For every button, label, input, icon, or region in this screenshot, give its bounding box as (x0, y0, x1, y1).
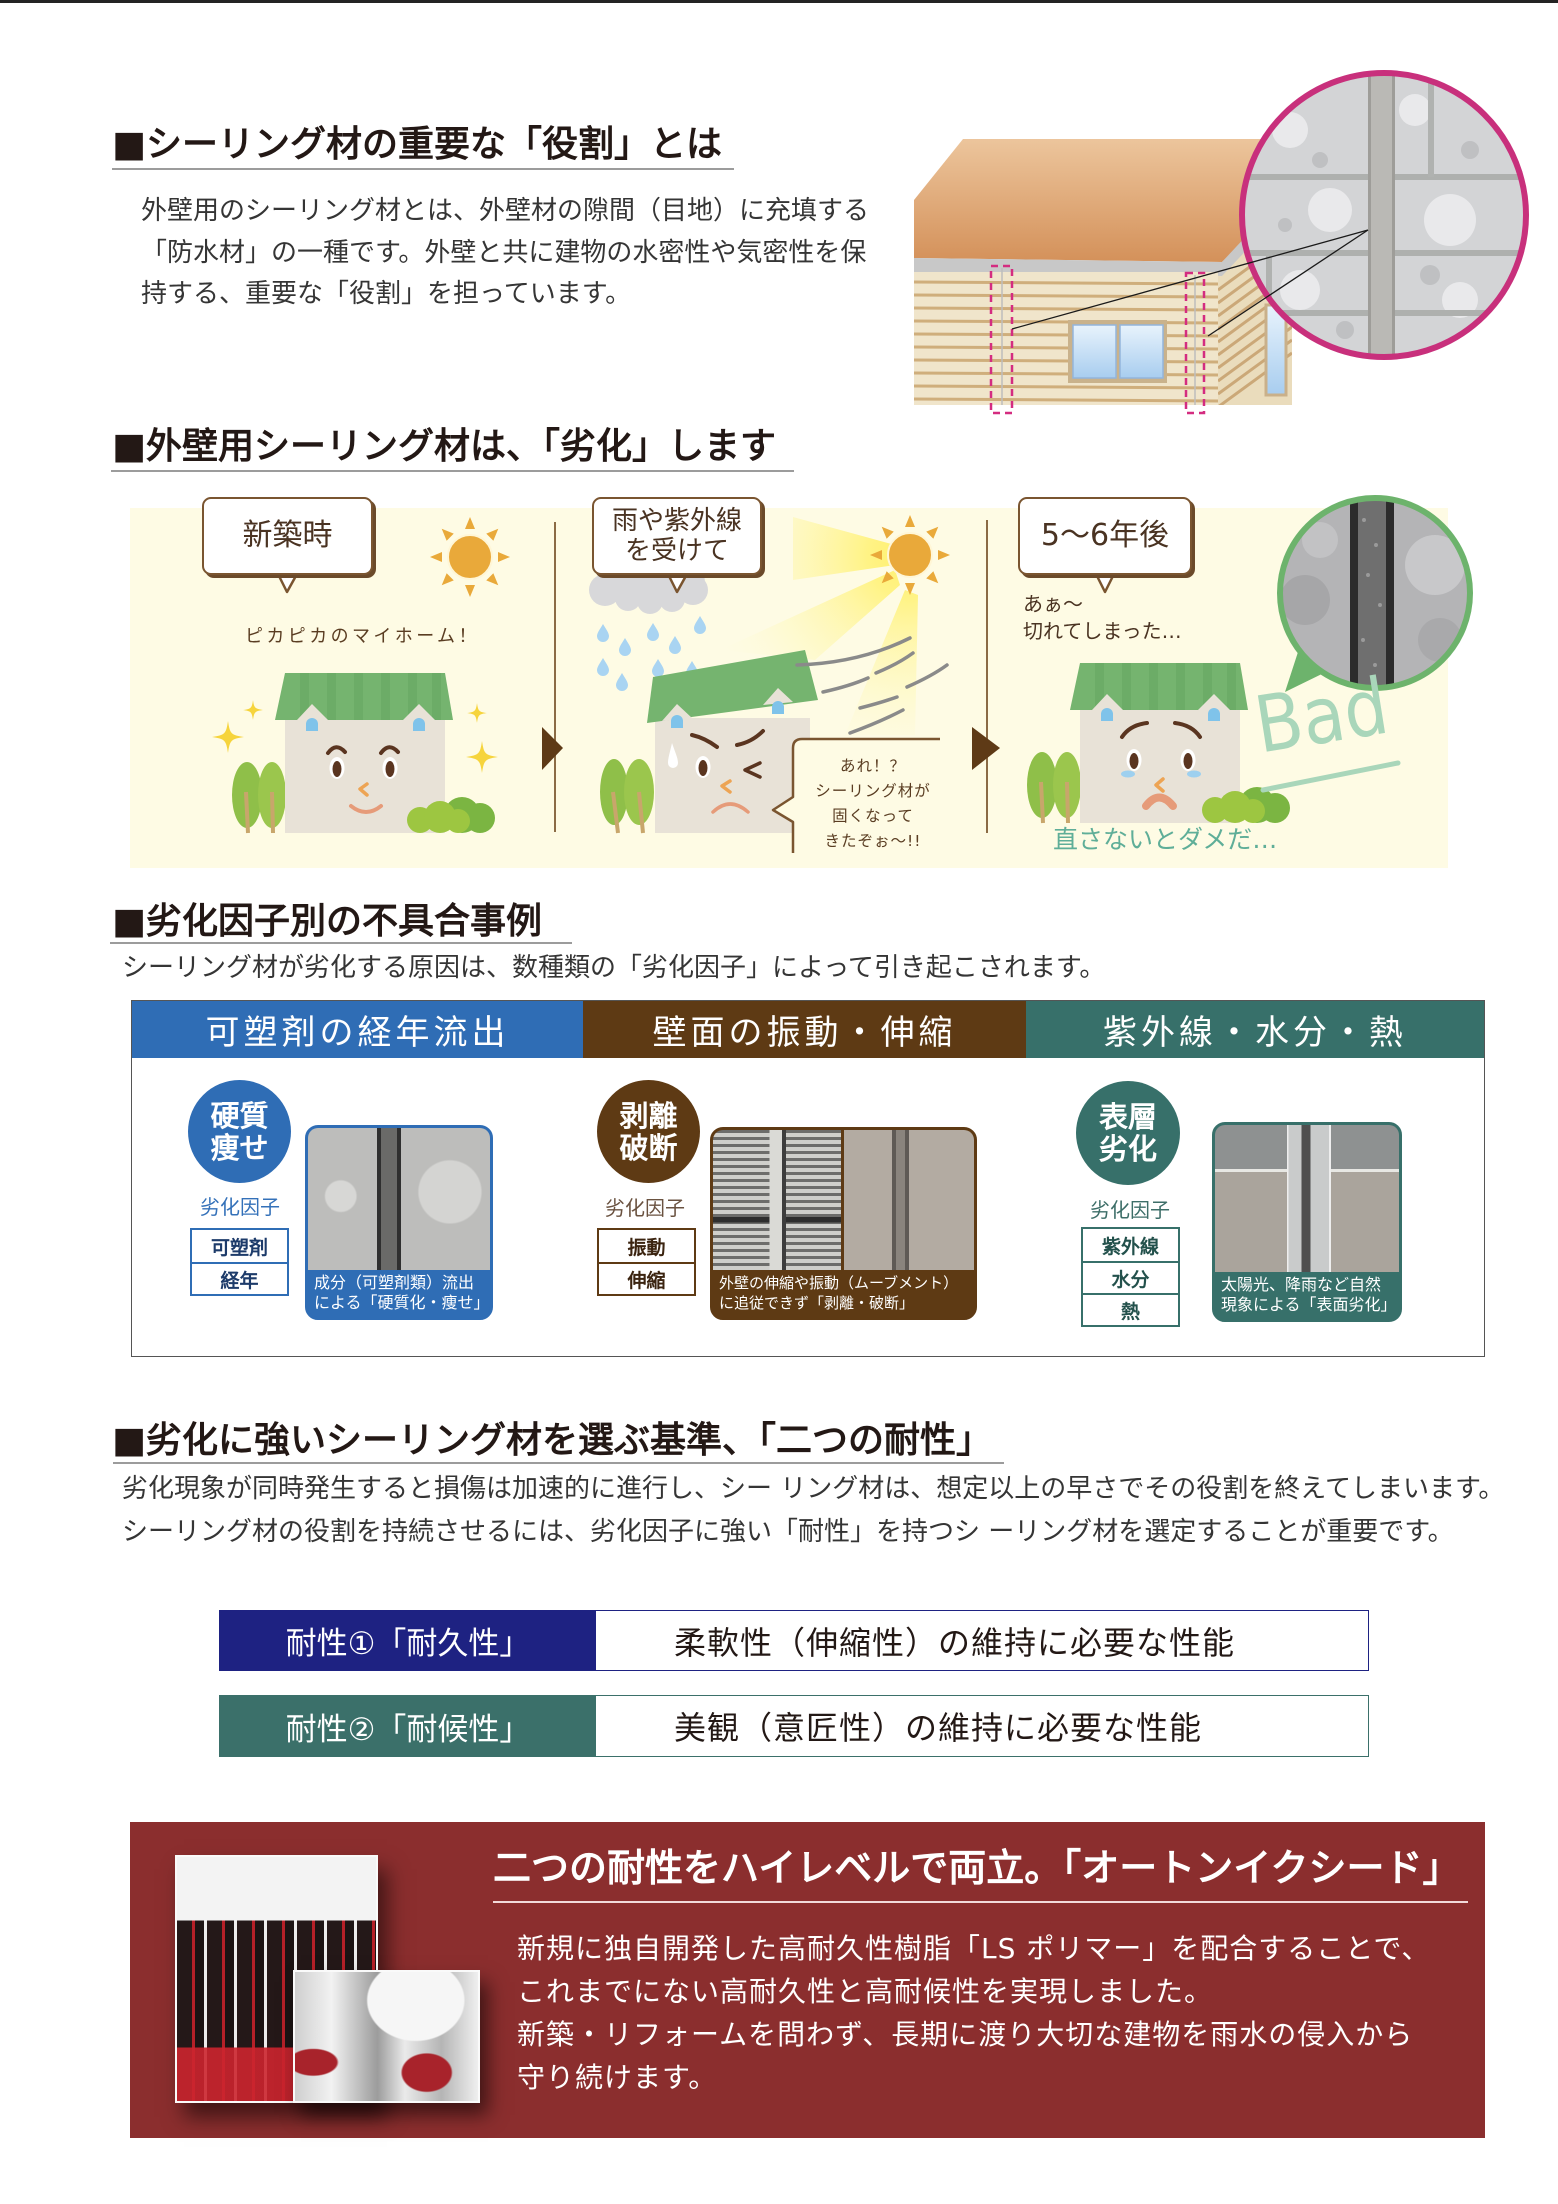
bubble-text: 5〜6年後 (1040, 518, 1170, 553)
example-photo-card: 太陽光、降雨など自然 現象による「表面劣化」 (1212, 1122, 1402, 1322)
caption-line: 切れてしまった… (1023, 619, 1182, 643)
example-photo-card: 成分（可塑剤類）流出 による「硬質化・痩せ」 (305, 1125, 493, 1320)
role-description: 外壁用のシーリング材とは、外壁材の隙間（目地）に充填する 「防水材」の一種です。… (141, 191, 869, 316)
durability-description: 柔軟性（伸縮性）の維持に必要な性能 (674, 1623, 1236, 1662)
factor-list: 可塑剤 経年 (190, 1228, 289, 1296)
photo-caption: 成分（可塑剤類）流出 による「硬質化・痩せ」 (308, 1270, 490, 1316)
product-description: 新規に独自開発した高耐久性樹脂「LS ポリマー」を配合することで、 これまでにな… (517, 1927, 1430, 2099)
symptom-badge-peeling: 剥離 破断 (597, 1080, 700, 1183)
section-title-factors: ■劣化因子別の不具合事例 (112, 901, 543, 942)
factor-item: 経年 (192, 1262, 287, 1294)
factor-list: 紫外線 水分 熱 (1081, 1227, 1180, 1327)
caption-line: あぁ～ (1023, 592, 1083, 616)
header-uv-water-heat: 紫外線・水分・熱 (1026, 1001, 1484, 1058)
symptom-line: 劣化 (1098, 1132, 1157, 1166)
header-plasticizer: 可塑剤の経年流出 (132, 1001, 583, 1058)
caption-line: に追従できず「剥離・破断」 (719, 1294, 915, 1312)
bubble-new-build: 新築時 (202, 497, 373, 575)
durability-row-2: 耐性②「耐候性」 美観（意匠性）の維持に必要な性能 (219, 1695, 1369, 1757)
durability-label: 耐性①「耐久性」 (220, 1611, 596, 1670)
role-line: 持する、重要な「役割」を担っています。 (141, 279, 632, 309)
factor-label: 劣化因子 (605, 1196, 685, 1220)
criteria-description: 劣化現象が同時発生すると損傷は加速的に進行し、シー リング材は、想定以上の早さで… (122, 1468, 1504, 1554)
criteria-line: シーリング材の役割を持続させるには、劣化因子に強い「耐性」を持つシ ーリング材を… (122, 1517, 1454, 1547)
sealant-cans-photo (293, 1970, 480, 2103)
factor-item: 伸縮 (599, 1262, 694, 1294)
panel-caption-broken: あぁ～ 切れてしまった… (1023, 591, 1182, 645)
bubble-rain-uv: 雨や紫外線 を受けて (592, 497, 762, 575)
factor-label: 劣化因子 (1090, 1198, 1170, 1222)
headline-rule (493, 1901, 1468, 1903)
symptom-line: 表層 (1098, 1100, 1157, 1134)
speech-line: 固くなって (832, 807, 914, 825)
speech-line: あれ！？ (839, 757, 906, 775)
product-headline: 二つの耐性をハイレベルで両立。「オートンイクシード」 (493, 1846, 1461, 1890)
photo-caption: 太陽光、降雨など自然 現象による「表面劣化」 (1215, 1272, 1399, 1318)
hardened-sealant-photo (308, 1128, 490, 1270)
title-underline (111, 470, 794, 472)
title-underline (113, 1462, 1004, 1464)
title-underline (112, 168, 734, 170)
bubble-text: 雨や紫外線 (611, 506, 742, 536)
siding-photo (713, 1130, 844, 1270)
caption-line: 太陽光、降雨など自然 (1221, 1275, 1382, 1294)
product-line: 新規に独自開発した高耐久性樹脂「LS ポリマー」を配合することで、 (517, 1932, 1431, 1965)
top-border (0, 0, 1558, 3)
role-line: 「防水材」の一種です。外壁と共に建物の水密性や気密性を保 (141, 237, 867, 268)
degradation-illustration (130, 495, 1473, 868)
symptom-line: 破断 (619, 1130, 678, 1165)
factor-item: 熱 (1083, 1293, 1178, 1325)
section-title-criteria: ■劣化に強いシーリング材を選ぶ基準、「二つの耐性」 (112, 1420, 993, 1461)
photo-caption: 外壁の伸縮や振動（ムーブメント） に追従できず「剥離・破断」 (713, 1270, 974, 1316)
factor-table (131, 1000, 1485, 1357)
factor-item: 水分 (1083, 1261, 1178, 1293)
criteria-line: 劣化現象が同時発生すると損傷は加速的に進行し、シー リング材は、想定以上の早さで… (122, 1474, 1505, 1504)
product-line: これまでにない高耐久性と高耐候性を実現しました。 (517, 1975, 1214, 2008)
factor-item: 振動 (627, 1236, 666, 1259)
speech-line: シーリング材が (815, 782, 931, 800)
factor-label: 劣化因子 (200, 1195, 280, 1219)
bubble-text: を受けて (624, 536, 729, 566)
caption-line: 現象による「表面劣化」 (1221, 1295, 1397, 1314)
title-underline (110, 942, 572, 944)
section-title-role: ■シーリング材の重要な「役割」とは (112, 124, 723, 165)
house-sealant-joint-closeup-icon (913, 70, 1529, 415)
speech-line: きたぞぉ～!! (824, 832, 922, 850)
factors-subtitle: シーリング材が劣化する原因は、数種類の「劣化因子」によって引き起こされます。 (122, 953, 1106, 983)
product-line: 新築・リフォームを問わず、長期に渡り大切な建物を雨水の侵入から (517, 2018, 1414, 2051)
symptom-badge-hardening: 硬質 痩せ (188, 1080, 291, 1183)
caption-line: 外壁の伸縮や振動（ムーブメント） (719, 1274, 959, 1292)
product-line: 守り続けます。 (517, 2061, 718, 2094)
durability-label: 耐性②「耐候性」 (220, 1696, 596, 1756)
panel-footer-fix: 直さないとダメだ… (1053, 825, 1278, 854)
bubble-years-later: 5〜6年後 (1018, 497, 1192, 575)
peeling-sealant-photo (713, 1130, 974, 1270)
stucco-photo (843, 1130, 974, 1270)
symptom-line: 硬質 (210, 1098, 269, 1133)
factor-list: 振動 伸縮 (597, 1228, 696, 1296)
role-line: 外壁用のシーリング材とは、外壁材の隙間（目地）に充填する (141, 196, 870, 226)
symptom-line: 痩せ (210, 1130, 269, 1165)
section-title-degradation: ■外壁用シーリング材は、「劣化」します (112, 426, 777, 467)
durability-row-1: 耐性①「耐久性」 柔軟性（伸縮性）の維持に必要な性能 (219, 1610, 1369, 1671)
caption-line: 成分（可塑剤類）流出 (314, 1273, 475, 1292)
header-wall-movement: 壁面の振動・伸縮 (583, 1001, 1026, 1058)
example-photo-card: 外壁の伸縮や振動（ムーブメント） に追従できず「剥離・破断」 (710, 1127, 977, 1320)
factor-item: 可塑剤 (210, 1236, 268, 1259)
symptom-badge-surface: 表層 劣化 (1076, 1081, 1180, 1185)
caption-line: による「硬質化・痩せ」 (314, 1293, 490, 1312)
panel-caption-new: ピカピカのマイホーム！ (245, 626, 480, 647)
factor-item: 紫外線 (1101, 1235, 1159, 1258)
surface-degraded-sealant-photo (1215, 1125, 1399, 1272)
durability-description: 美観（意匠性）の維持に必要な性能 (674, 1709, 1203, 1747)
bubble-text: 新築時 (242, 518, 333, 553)
symptom-line: 剥離 (619, 1098, 678, 1133)
speech-hardened: あれ！？ シーリング材が 固くなって きたぞぉ～!! (798, 754, 948, 854)
